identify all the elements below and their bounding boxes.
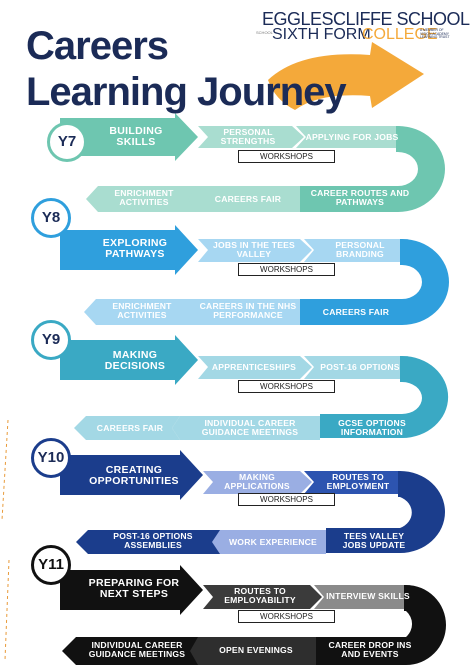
y7-band bbox=[60, 113, 445, 212]
y7-bottom-item-1: ENRICHMENT ACTIVITIES bbox=[114, 188, 174, 208]
year-badge-y8: Y8 bbox=[31, 198, 71, 238]
y7-top-item-2: APPLYING FOR JOBS bbox=[305, 132, 399, 142]
y11-bottom-item-2: OPEN EVENINGS bbox=[219, 645, 293, 655]
y7-bottom-item-3: CAREER ROUTES AND PATHWAYS bbox=[310, 188, 410, 208]
school-name: EGGLESCLIFFE SCHOOL bbox=[262, 9, 470, 29]
y8-workshops-label: WORKSHOPS bbox=[238, 263, 335, 276]
y10-top-item-2: ROUTES TO EMPLOYMENT bbox=[326, 472, 390, 492]
y10-band bbox=[60, 450, 445, 554]
y7-title: BUILDING SKILLS bbox=[109, 125, 163, 149]
y11-bottom-item-1: INDIVIDUAL CAREER GUIDANCE MEETINGS bbox=[88, 640, 186, 660]
y11-top-item-2: INTERVIEW SKILLS bbox=[326, 591, 410, 601]
y9-bottom-item-3: GCSE OPTIONS INFORMATION bbox=[338, 418, 406, 438]
school-subtitle-prefix: SIXTH FORM bbox=[272, 26, 371, 43]
y11-workshops-label: WORKSHOPS bbox=[238, 610, 335, 623]
y9-top-item-2: POST-16 OPTIONS bbox=[320, 362, 400, 372]
y7-top-item-1: PERSONAL STRENGTHS bbox=[220, 127, 276, 147]
y10-workshops-label: WORKSHOPS bbox=[238, 493, 335, 506]
y9-bottom-item-1: CAREERS FAIR bbox=[96, 423, 164, 433]
y8-title: EXPLORING PATHWAYS bbox=[102, 237, 168, 261]
y10-title: CREATING OPPORTUNITIES bbox=[89, 464, 179, 488]
year-badge-y9: Y9 bbox=[31, 320, 71, 360]
y10-top-item-1: MAKING APPLICATIONS bbox=[224, 472, 290, 492]
y8-bottom-item-3: CAREERS FAIR bbox=[322, 307, 390, 317]
y11-top-item-1: ROUTES TO EMPLOYABILITY bbox=[224, 586, 296, 606]
y9-workshops-label: WORKSHOPS bbox=[238, 380, 335, 393]
y11-bottom-item-3: CAREER DROP INS AND EVENTS bbox=[328, 640, 412, 660]
y10-bottom-item-2: WORK EXPERIENCE bbox=[229, 537, 317, 547]
y7-workshops-label: WORKSHOPS bbox=[238, 150, 335, 163]
y10-bottom-item-1: POST-16 OPTIONS ASSEMBLIES bbox=[113, 531, 193, 551]
school-tagline: A MEMBER OF VISION ACADEMY LEARNING TRUS… bbox=[420, 28, 450, 40]
y8-bottom-item-1: ENRICHMENT ACTIVITIES bbox=[112, 301, 172, 321]
y8-top-item-2: PERSONAL BRANDING bbox=[335, 240, 385, 260]
y8-bottom-item-2: CAREERS IN THE NHS PERFORMANCE bbox=[199, 301, 297, 321]
y7-bottom-item-2: CAREERS FAIR bbox=[214, 194, 282, 204]
school-side-text: SCHOOL bbox=[256, 30, 273, 35]
school-subtitle-suffix: COLLEGE bbox=[362, 26, 438, 43]
y9-bottom-item-2: INDIVIDUAL CAREER GUIDANCE MEETINGS bbox=[201, 418, 299, 438]
y11-band bbox=[60, 565, 446, 665]
y9-band bbox=[60, 335, 449, 440]
y8-top-item-1: JOBS IN THE TEES VALLEY bbox=[213, 240, 295, 260]
swoosh-arrow-icon bbox=[268, 42, 424, 110]
year-badge-y10: Y10 bbox=[31, 438, 71, 478]
y10-bottom-item-3: TEES VALLEY JOBS UPDATE bbox=[342, 531, 406, 551]
y9-top-item-1: APPRENTICESHIPS bbox=[211, 362, 297, 372]
y9-title: MAKING DECISIONS bbox=[104, 349, 166, 373]
year-badge-y7: Y7 bbox=[47, 122, 87, 162]
year-badge-y11: Y11 bbox=[31, 545, 71, 585]
page-title-line1: Careers bbox=[26, 24, 169, 68]
page-title-line2: Learning Journey bbox=[26, 70, 347, 114]
y11-title: PREPARING FOR NEXT STEPS bbox=[88, 577, 180, 601]
y8-band bbox=[60, 225, 449, 325]
